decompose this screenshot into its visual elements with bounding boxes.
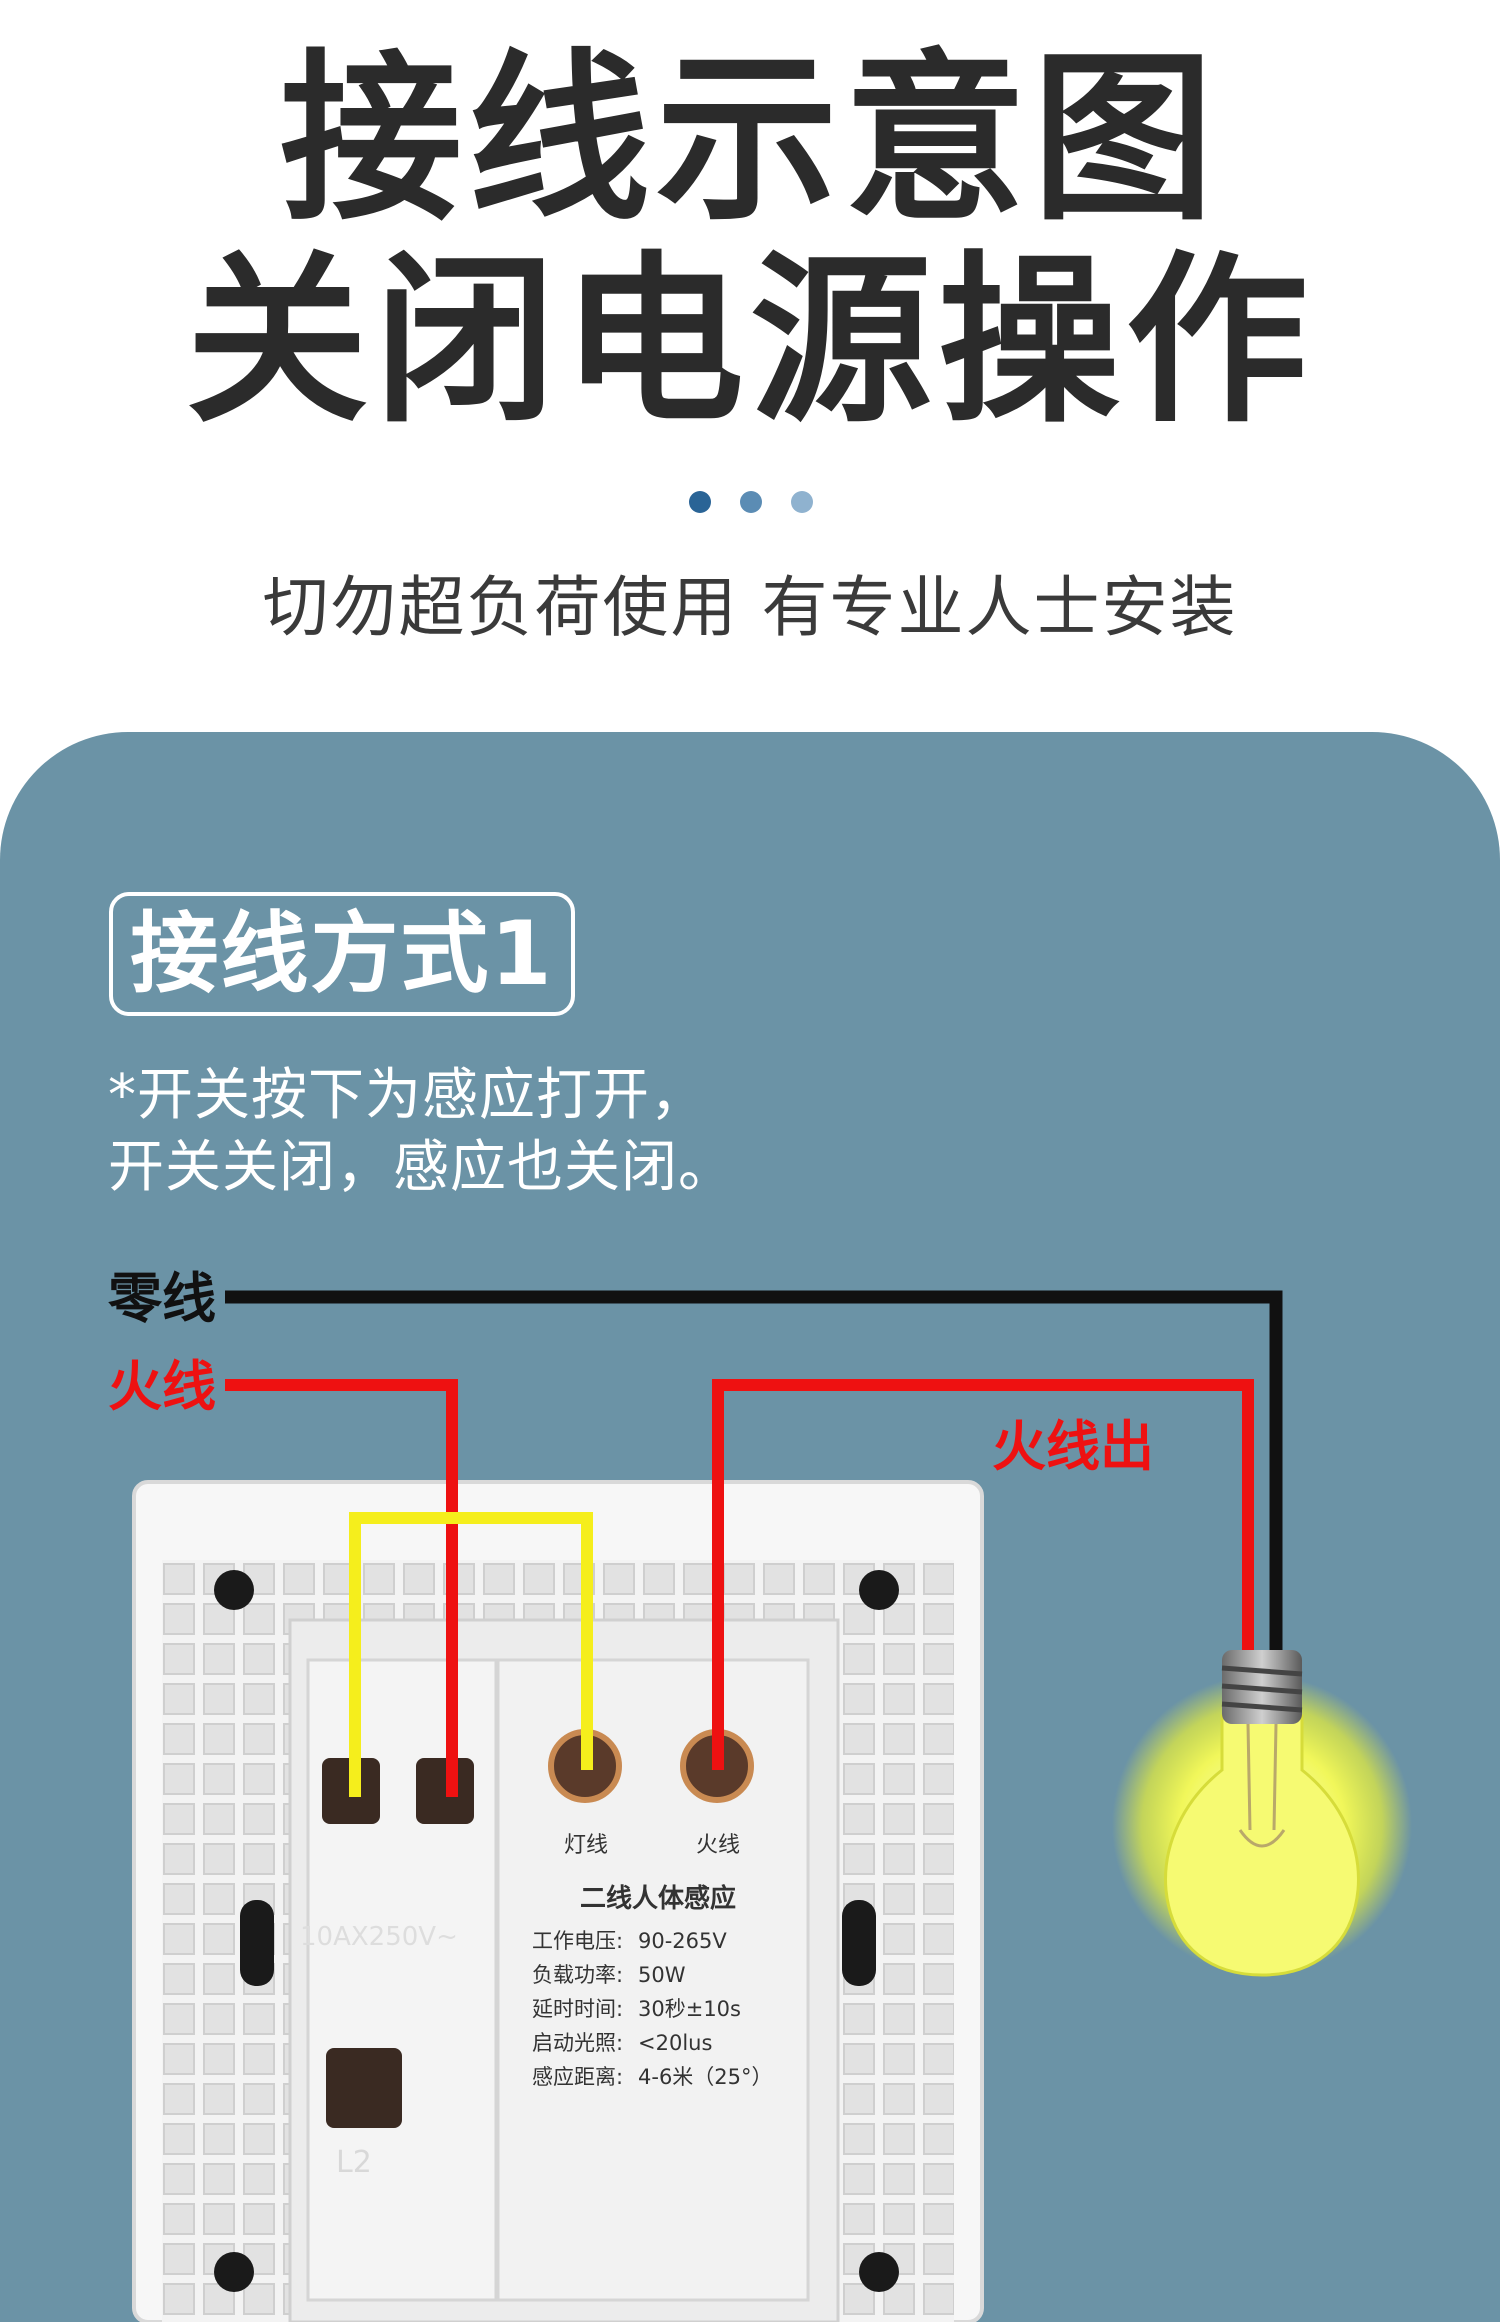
- spec-key: 工作电压:: [532, 1929, 623, 1953]
- side-slot: [240, 1900, 274, 1986]
- note-line-1: *开关按下为感应打开，: [108, 1063, 707, 1128]
- pagination-dot: [740, 491, 762, 513]
- screw-terminal: [416, 1758, 474, 1824]
- title-line-2: 关闭电源操作: [186, 235, 1314, 447]
- method-label: 接线方式1: [109, 892, 575, 1016]
- spec-value: <20lus: [638, 2031, 712, 2055]
- spec-key: 启动光照:: [532, 2031, 623, 2055]
- lamp-terminal-label: 灯线: [564, 1833, 608, 1858]
- spec-key: 负载功率:: [532, 1963, 623, 1987]
- terminal-l2-label: L2: [336, 2145, 372, 2180]
- spec-value: 4-6米（25°）: [638, 2065, 773, 2089]
- neutral-wire: [225, 1290, 1283, 1656]
- pagination-dot: [791, 491, 813, 513]
- module-title: 二线人体感应: [580, 1883, 736, 1914]
- spec-key: 延时时间:: [532, 1997, 623, 2021]
- rating-mark: 10AX250V~: [300, 1922, 458, 1952]
- mounting-hole: [859, 2252, 899, 2292]
- bridge-wire: [349, 1512, 593, 1797]
- side-slot: [842, 1900, 876, 1986]
- live-out-label: 火线出: [992, 1415, 1154, 1478]
- neutral-label: 零线: [108, 1267, 216, 1330]
- live-terminal-label: 火线: [696, 1833, 740, 1858]
- spec-value: 90-265V: [638, 1929, 727, 1953]
- live-label: 火线: [108, 1355, 216, 1418]
- pagination-dot: [689, 491, 711, 513]
- switch-plate: 10AX250V~ L2 灯线 火线 二线人体感应 工作电压: 90-265V …: [132, 1480, 984, 2322]
- mounting-hole: [214, 2252, 254, 2292]
- live-out-wire: [712, 1379, 1254, 1770]
- subtitle: 切勿超负荷使用 有专业人士安装: [262, 569, 1238, 646]
- note-line-2: 开关关闭，感应也关闭。: [108, 1135, 735, 1200]
- mounting-hole: [859, 1570, 899, 1610]
- title-line-1: 接线示意图: [280, 33, 1220, 245]
- spec-value: 30秒±10s: [638, 1997, 741, 2021]
- screw-terminal: [326, 2048, 402, 2128]
- live-wire: [225, 1379, 458, 1797]
- spec-list: 工作电压: 90-265V 负载功率: 50W 延时时间: 30秒±10s 启动…: [532, 1929, 773, 2089]
- mounting-hole: [214, 1570, 254, 1610]
- spec-value: 50W: [638, 1963, 686, 1987]
- light-bulb-icon: [1112, 1650, 1412, 1977]
- spec-key: 感应距离:: [532, 2065, 623, 2089]
